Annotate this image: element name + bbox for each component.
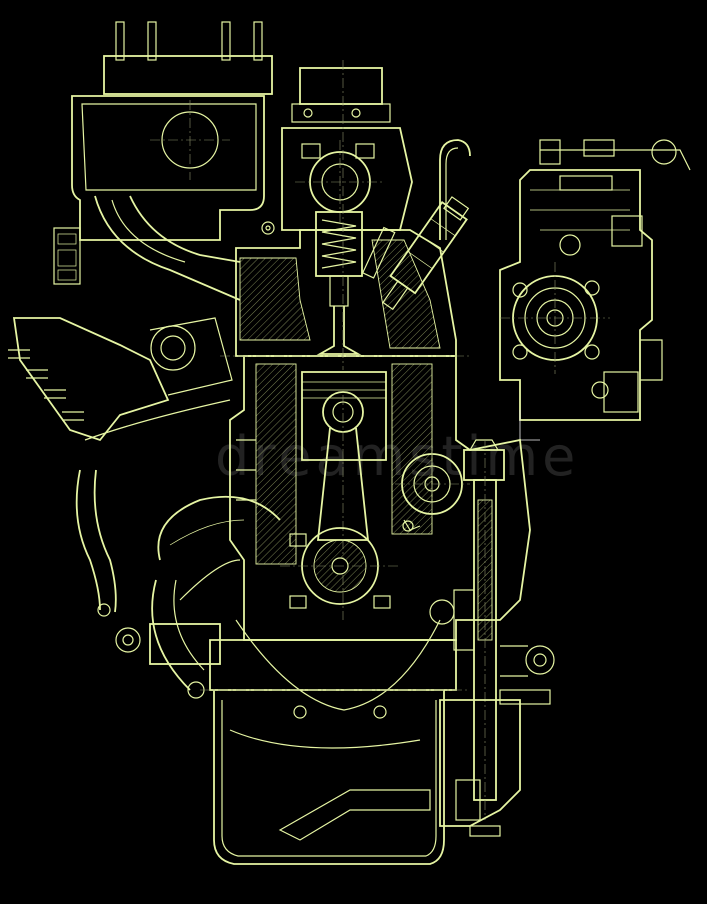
oil-sump	[200, 619, 501, 865]
timing-cover	[115, 495, 281, 699]
engine-block	[229, 355, 531, 641]
center-lines	[220, 60, 470, 370]
auxiliary-shaft	[429, 439, 555, 827]
small-component-left	[53, 227, 81, 285]
injection-pump	[499, 139, 691, 441]
exhaust-manifold	[8, 317, 233, 617]
cylinder-head	[235, 67, 471, 357]
air-intake-box	[71, 21, 273, 301]
